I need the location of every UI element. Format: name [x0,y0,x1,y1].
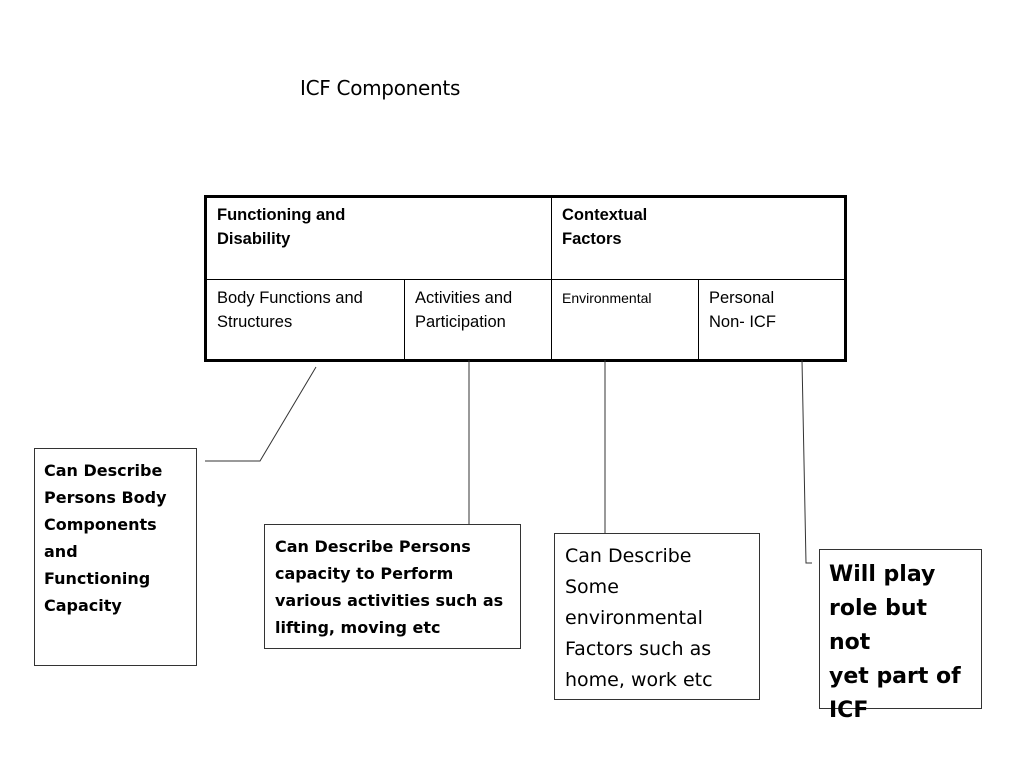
note-activities: Can Describe Persons capacity to Perform… [264,524,521,649]
cell-personal: Personal Non- ICF [709,289,776,331]
header-functioning-disability: Functioning and Disability [217,206,346,248]
note-environmental: Can Describe Some environmental Factors … [554,533,760,700]
table-col-divider-right [698,279,699,359]
icf-components-table: Functioning and Disability Contextual Fa… [204,195,847,362]
cell-body-functions: Body Functions and Structures [217,289,363,331]
connector-personal [801,359,812,564]
table-row-divider [207,279,844,280]
header-contextual-factors: Contextual Factors [562,206,648,248]
connector-body [205,366,317,462]
note-body-functions: Can Describe Persons Body Components and… [34,448,197,666]
cell-environmental: Environmental [562,290,652,306]
cell-activities-participation: Activities and Participation [415,289,513,331]
page-title: ICF Components [300,76,461,100]
note-personal: Will play role but not yet part of ICF [819,549,982,723]
table-col-divider-main [551,198,552,359]
table-col-divider-left [404,279,405,359]
